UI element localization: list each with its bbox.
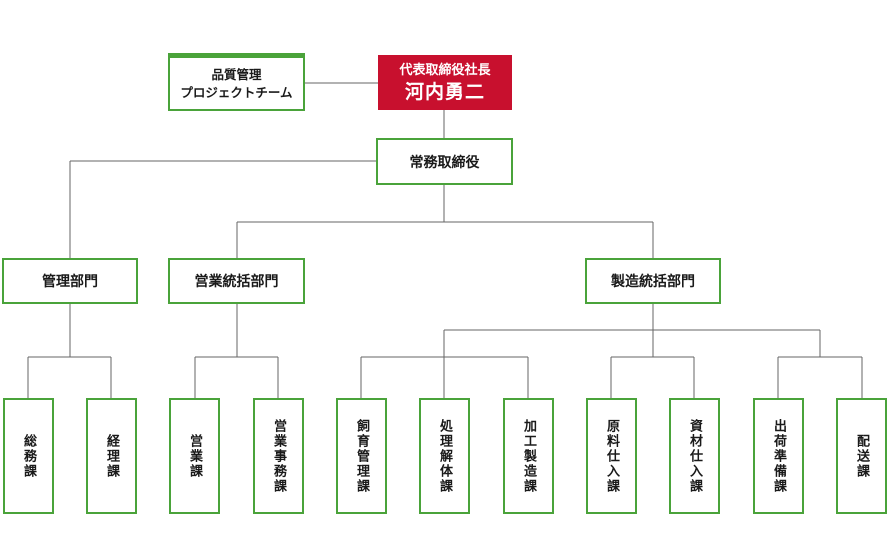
- section-label: 処理解体課: [437, 418, 452, 494]
- section-processing-dismantling: 処理解体課: [419, 398, 470, 514]
- manufacturing-department-box: 製造統括部門: [585, 258, 721, 304]
- ceo-title: 代表取締役社長: [399, 62, 491, 78]
- section-label: 加工製造課: [521, 418, 536, 494]
- section-delivery: 配送課: [836, 398, 887, 514]
- section-sales-affairs: 営業事務課: [253, 398, 304, 514]
- ceo-name: 河内勇二: [404, 80, 485, 103]
- sales-department-box: 営業統括部門: [168, 258, 305, 304]
- section-raw-material-purchasing: 原料仕入課: [586, 398, 637, 514]
- section-general-affairs: 総務課: [3, 398, 54, 514]
- sales-department-label: 営業統括部門: [194, 274, 279, 290]
- section-processing-manufacturing: 加工製造課: [503, 398, 554, 514]
- section-label: 資材仕入課: [687, 418, 702, 494]
- ceo-box: 代表取締役社長 河内勇二: [378, 55, 512, 110]
- section-sales: 営業課: [169, 398, 220, 514]
- section-label: 原料仕入課: [604, 418, 619, 494]
- section-feed-management: 飼育管理課: [336, 398, 387, 514]
- manufacturing-department-label: 製造統括部門: [611, 274, 695, 290]
- section-label: 出荷準備課: [771, 418, 786, 494]
- section-label: 総務課: [21, 433, 36, 479]
- section-shipping-preparation: 出荷準備課: [753, 398, 804, 514]
- section-label: 経理課: [104, 433, 119, 479]
- section-label: 営業課: [187, 433, 202, 479]
- quality-control-project-team: 品質管理 プロジェクトチーム: [168, 53, 305, 111]
- admin-department-box: 管理部門: [2, 258, 138, 304]
- team-label-line2: プロジェクトチーム: [180, 84, 293, 100]
- section-label: 飼育管理課: [354, 418, 369, 494]
- admin-department-label: 管理部門: [42, 274, 98, 290]
- section-accounting: 経理課: [86, 398, 137, 514]
- managing-director-box: 常務取締役: [376, 138, 513, 185]
- team-label-line1: 品質管理: [211, 66, 262, 82]
- managing-director-label: 常務取締役: [409, 154, 480, 171]
- section-materials-purchasing: 資材仕入課: [669, 398, 720, 514]
- section-label: 営業事務課: [271, 418, 286, 494]
- section-label: 配送課: [854, 433, 869, 479]
